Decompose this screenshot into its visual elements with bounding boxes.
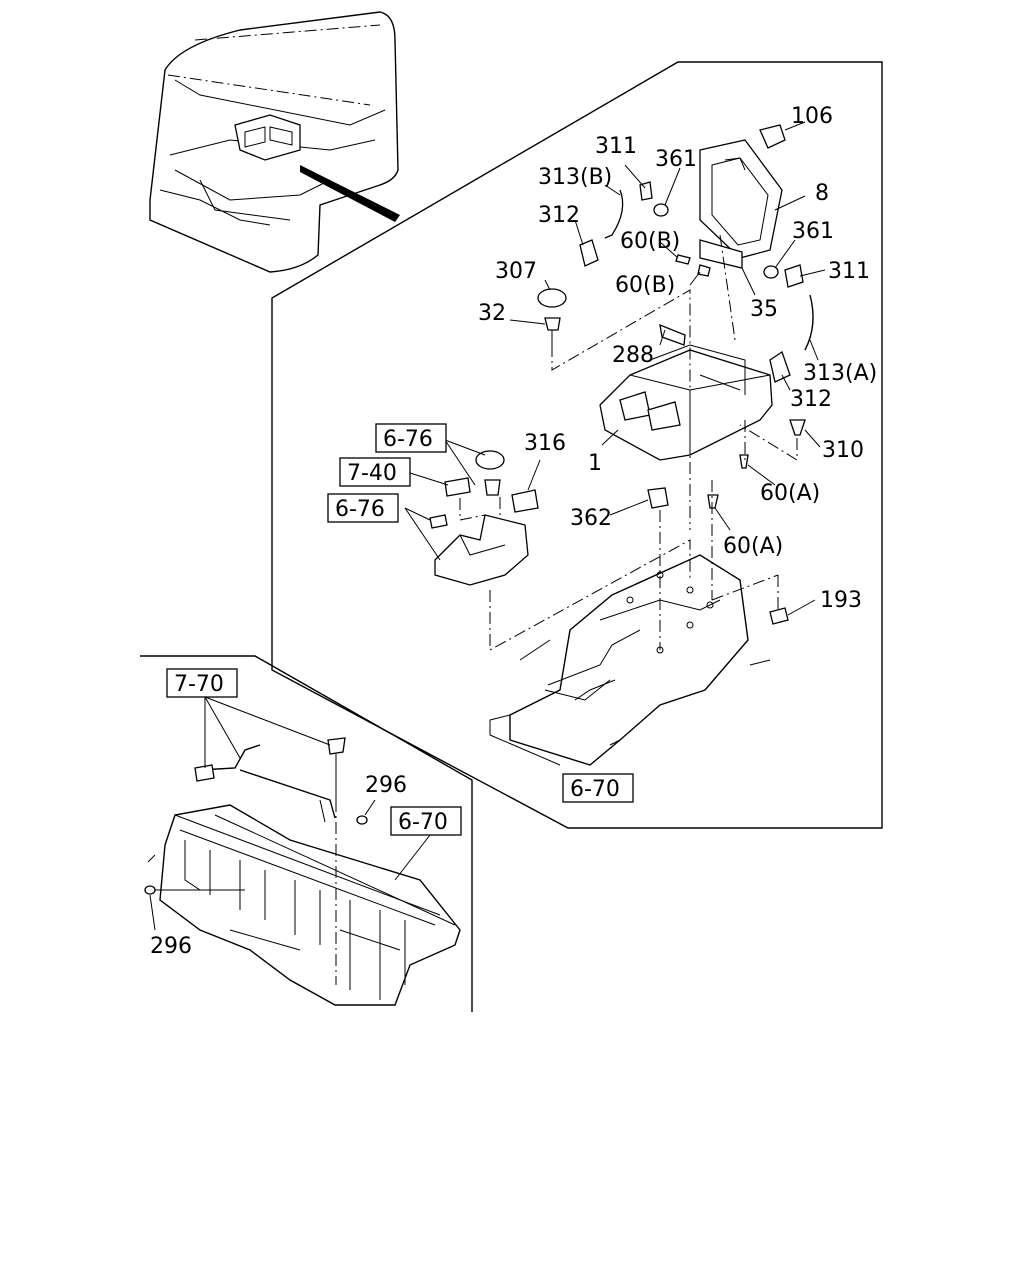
label-part-288: 288 — [612, 343, 654, 368]
label-part-311-top: 311 — [595, 134, 637, 159]
label-part-313a: 313(A) — [803, 361, 877, 386]
label-part-362: 362 — [570, 506, 612, 531]
assembly-center-lines — [459, 234, 798, 651]
main-detail-frame — [271, 61, 883, 829]
label-part-312-right: 312 — [790, 387, 832, 412]
label-part-296-top: 296 — [365, 773, 407, 798]
label-part-60b-lower: 60(B) — [615, 273, 675, 298]
floor-console-shell — [489, 554, 771, 766]
ref-box-7-70 — [166, 668, 238, 698]
ref-box-6-70-lower — [390, 806, 462, 836]
label-part-312-left: 312 — [538, 203, 580, 228]
label-part-311-right: 311 — [828, 259, 870, 284]
label-part-310: 310 — [822, 438, 864, 463]
label-part-316: 316 — [524, 431, 566, 456]
harness-bracket-illustration — [144, 737, 368, 895]
ref-box-7-40 — [339, 457, 411, 487]
ref-label-6-76-bottom: 6-76 — [335, 497, 385, 522]
label-part-307: 307 — [495, 259, 537, 284]
label-part-1: 1 — [588, 451, 602, 476]
ref-label-6-70-main: 6-70 — [570, 777, 620, 802]
label-part-60a-lower: 60(A) — [723, 534, 783, 559]
label-part-106: 106 — [791, 104, 833, 129]
ref-box-6-70-main — [562, 773, 634, 803]
clip-part-106 — [759, 124, 786, 149]
lower-detail-frame — [140, 655, 473, 1012]
label-part-32: 32 — [478, 301, 506, 326]
label-part-313b: 313(B) — [538, 165, 612, 190]
lid-frame-part-8 — [699, 139, 783, 269]
label-part-60b-upper: 60(B) — [620, 229, 680, 254]
label-part-60a-right: 60(A) — [760, 481, 820, 506]
label-part-8: 8 — [815, 181, 829, 206]
label-part-35: 35 — [750, 297, 778, 322]
crossmember-illustration — [147, 804, 461, 1006]
cab-overview-illustration — [149, 11, 400, 273]
label-part-361-right: 361 — [792, 219, 834, 244]
ref-box-6-76-bottom — [327, 493, 399, 523]
label-part-193: 193 — [820, 588, 862, 613]
label-part-361-top: 361 — [655, 147, 697, 172]
leader-lines-main — [404, 121, 826, 746]
ref-label-7-70: 7-70 — [174, 672, 224, 697]
ref-box-6-76-top — [375, 423, 447, 453]
center-console-part-1 — [599, 344, 773, 461]
shift-bracket-assembly — [429, 450, 539, 586]
leader-lines-lower — [149, 696, 431, 985]
ref-label-6-70-lower: 6-70 — [398, 810, 448, 835]
label-part-296-bottom: 296 — [150, 934, 192, 959]
ref-label-7-40: 7-40 — [347, 461, 397, 486]
ref-label-6-76-top: 6-76 — [383, 427, 433, 452]
hinge-parts — [579, 181, 814, 383]
